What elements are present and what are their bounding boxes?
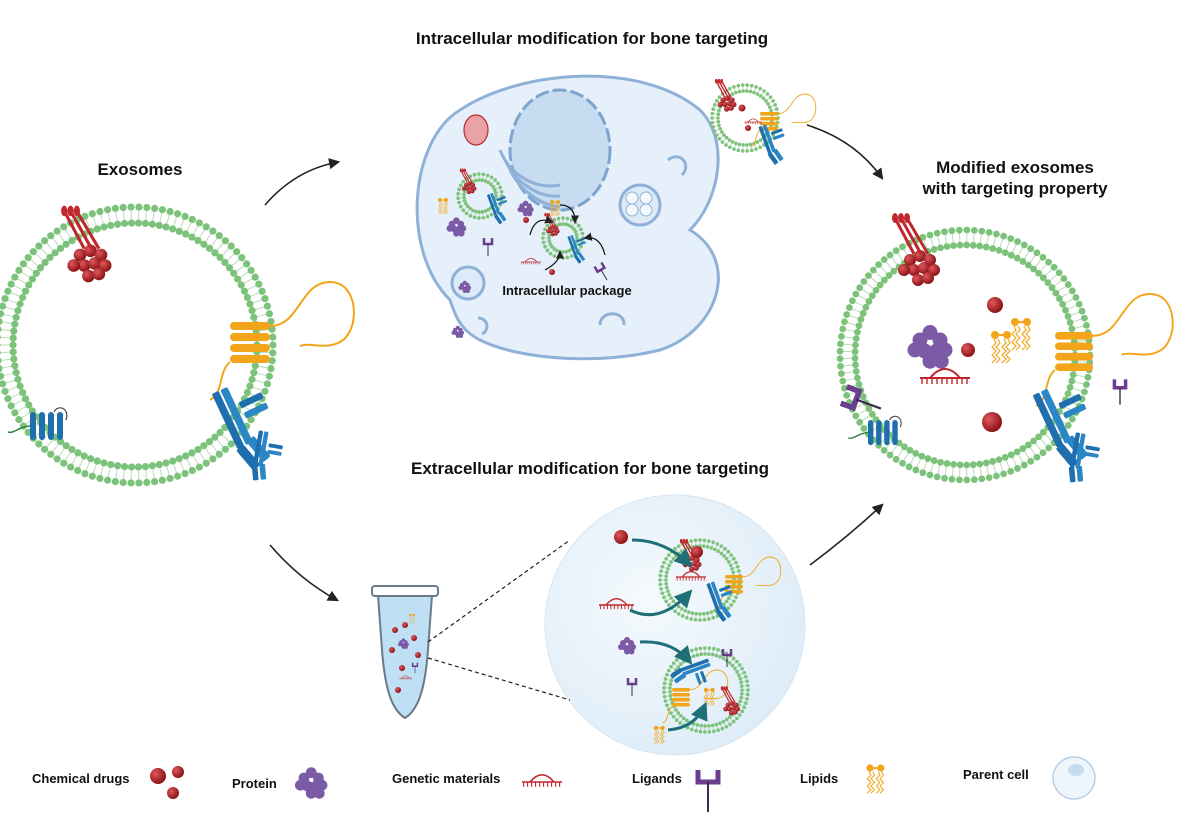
modified-title-line2: with targeting property — [921, 179, 1108, 198]
arrow-intracellular-to-modified — [806, 124, 884, 180]
modified-title-line1: Modified exosomes — [936, 158, 1094, 177]
chemical-drug-icon — [150, 766, 184, 799]
cell-vesicles — [438, 78, 817, 339]
legend-label-ligands: Ligands — [632, 771, 682, 786]
legend: Chemical drugs Protein Genetic materials… — [32, 756, 1096, 812]
membrane-pit-bottom — [598, 312, 626, 326]
bubble-content — [599, 530, 782, 744]
zoom-line-bottom — [427, 657, 571, 701]
parent-cell-icon — [1052, 756, 1096, 800]
nucleus — [508, 88, 612, 212]
arrow-to-intracellular — [264, 158, 341, 206]
eppendorf-tube — [371, 585, 439, 720]
extracellular-zoom-bubble — [544, 494, 806, 756]
genetic-material-icon — [522, 774, 562, 787]
membrane-pit-left — [477, 316, 489, 336]
arrow-to-extracellular — [269, 544, 339, 602]
exosome-left — [0, 203, 355, 487]
zoom-line-top — [427, 539, 571, 643]
extracellular-title: Extracellular modification for bone targ… — [411, 459, 769, 478]
legend-label-genetic-materials: Genetic materials — [392, 771, 500, 786]
membrane-pit-right — [667, 155, 688, 177]
ligand-icon — [695, 770, 721, 812]
intracellular-title: Intracellular modification for bone targ… — [416, 29, 768, 48]
legend-label-protein: Protein — [232, 776, 277, 791]
legend-label-chemical-drugs: Chemical drugs — [32, 771, 130, 786]
lipid-icon — [866, 764, 885, 794]
arrow-extracellular-to-modified — [809, 503, 884, 566]
exosome-modified — [836, 213, 1174, 484]
legend-label-parent-cell: Parent cell — [963, 767, 1029, 782]
mitochondria-icon — [463, 114, 489, 146]
package-label: Intracellular package — [502, 283, 631, 298]
multivesicular-body — [618, 183, 662, 227]
legend-label-lipids: Lipids — [800, 771, 838, 786]
protein-icon — [295, 767, 328, 799]
exosomes-title: Exosomes — [97, 160, 182, 179]
